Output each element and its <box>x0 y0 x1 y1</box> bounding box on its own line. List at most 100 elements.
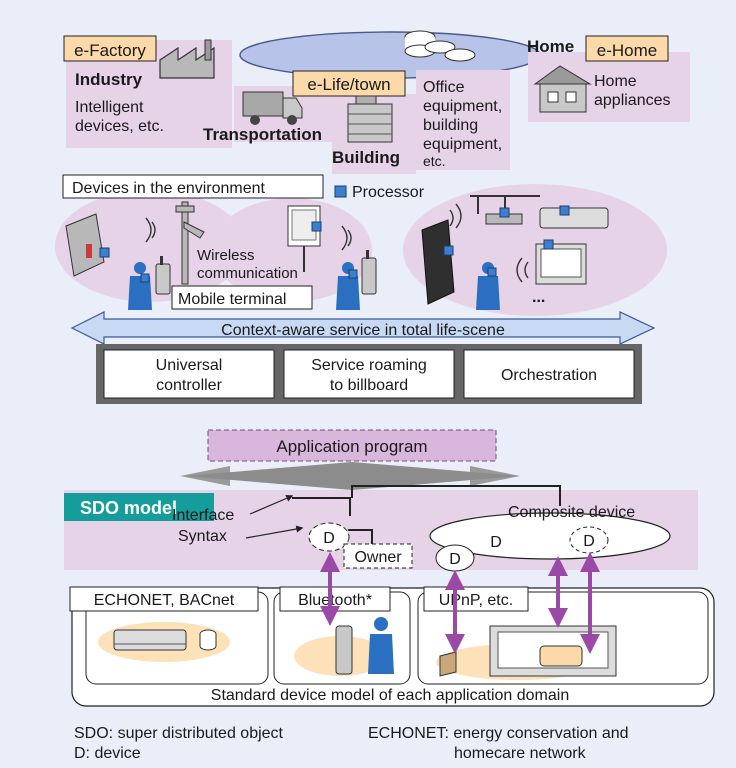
legend-d: D: device <box>74 745 141 762</box>
factory-icon <box>159 39 215 79</box>
owner-box <box>343 543 413 569</box>
air-conditioner-icon <box>539 205 609 229</box>
box-device-icon <box>439 651 457 677</box>
vending-machine-icon <box>65 213 110 277</box>
office-desc-4: equipment, <box>423 136 502 153</box>
service-box-orchestration <box>463 349 635 399</box>
efactory-label-box <box>63 35 157 62</box>
mobile-phone-icon-2 <box>361 250 377 295</box>
efactory-label: e-Factory <box>74 41 146 60</box>
processor-icon <box>334 185 347 198</box>
scene-town: e-Life/town Transportation Building Offi… <box>203 30 541 174</box>
home-desc-1: Home <box>594 73 637 90</box>
storage-tanks-icon <box>404 30 476 62</box>
syntax-label: Syntax <box>178 528 227 545</box>
echonet-devices <box>98 622 230 662</box>
service-box-universal <box>103 349 275 399</box>
sdo-connection-arrows <box>320 552 600 654</box>
devices-env-label: Devices in the environment <box>72 180 266 197</box>
wall-display-icon <box>421 219 455 305</box>
industry-heading: Industry <box>75 70 143 89</box>
office-desc-5: etc. <box>423 153 446 169</box>
device-d-1: D <box>323 530 335 547</box>
transportation-heading: Transportation <box>203 125 322 144</box>
set-top-box-icon <box>539 645 583 667</box>
more-devices-ellipsis: ... <box>532 289 545 306</box>
wireless-waves-icon-2 <box>341 225 352 251</box>
wireless-label-2: communication <box>197 265 298 282</box>
application-program-label: Application program <box>276 437 427 456</box>
service-orchestration: Orchestration <box>501 367 597 384</box>
domain-label-echonet: ECHONET, BACnet <box>94 592 235 609</box>
elife-label: e-Life/town <box>307 75 390 94</box>
home-heading: Home <box>527 37 574 56</box>
processor-label: Processor <box>352 184 425 201</box>
sdo-model-badge <box>64 493 214 521</box>
domain-label-upnp: UPnP, etc. <box>439 592 513 609</box>
wireless-waves-icon-1 <box>145 217 156 243</box>
mobile-phone-icon-3 <box>335 625 353 675</box>
person-icon-1 <box>128 262 152 310</box>
app-sdo-double-arrow <box>180 462 520 490</box>
interface-pointer <box>249 494 294 515</box>
composite-device-label: Composite device <box>508 504 635 521</box>
elife-label-box <box>292 70 406 97</box>
industry-desc-1: Intelligent <box>75 99 144 116</box>
cylinder-device-icon <box>199 629 217 651</box>
ceiling-light-icon <box>470 195 540 225</box>
building-heading: Building <box>332 148 400 167</box>
billboard-icon <box>287 205 322 272</box>
air-conditioner-unit-icon <box>113 629 187 651</box>
office-desc-2: equipment, <box>423 98 502 115</box>
street-lamp-icon <box>175 201 205 285</box>
domain-tag-upnp <box>423 586 529 612</box>
owner-label: Owner <box>354 549 402 566</box>
syntax-pointer <box>245 525 304 539</box>
device-zones <box>55 184 667 316</box>
truck-icon <box>242 91 303 125</box>
office-desc-1: Office <box>423 79 465 96</box>
home-desc-2: appliances <box>594 92 671 109</box>
service-universal-2: controller <box>156 377 222 394</box>
legend-sdo: SDO: super distributed object <box>74 725 284 742</box>
sdo-model-label: SDO model <box>80 498 177 518</box>
domain-tag-echonet <box>69 586 259 612</box>
house-icon <box>533 65 592 113</box>
ehome-label: e-Home <box>597 41 657 60</box>
mobile-phone-icon-1 <box>155 256 171 295</box>
context-aware-service-arrow <box>70 311 656 345</box>
scene-home: Home e-Home Home appliances <box>527 35 690 122</box>
building-icon <box>347 95 393 143</box>
device-d-2: D <box>490 534 502 551</box>
wireless-waves-icon-3 <box>449 203 462 229</box>
standard-model-label: Standard device model of each applicatio… <box>211 687 569 704</box>
bluetooth-devices <box>294 617 394 676</box>
mobile-terminal-box <box>171 285 313 310</box>
legend-echonet-1: ECHONET: energy conservation and <box>368 725 629 742</box>
service-roaming-1: Service roaming <box>311 357 427 374</box>
interface-label: Interface <box>172 507 234 524</box>
devices-env-box <box>62 174 324 199</box>
sdo-device-with-owner: D Owner <box>292 497 413 569</box>
person-icon-4 <box>368 617 394 674</box>
ehome-label-box <box>585 35 669 62</box>
service-roaming-2: to billboard <box>330 377 408 394</box>
mobile-terminal-label: Mobile terminal <box>178 291 286 308</box>
television-icon <box>535 239 587 285</box>
wireless-waves-icon-4 <box>516 257 529 283</box>
device-d-3: D <box>583 533 595 550</box>
wireless-label-1: Wireless <box>197 247 255 264</box>
composite-device: D D D <box>351 485 671 572</box>
person-icon-2 <box>336 262 360 310</box>
person-icon-3 <box>476 262 500 310</box>
industry-desc-2: devices, etc. <box>75 118 164 135</box>
device-d-4: D <box>449 551 461 568</box>
application-program-box <box>207 429 497 462</box>
legend-echonet-2: homecare network <box>454 745 587 762</box>
office-desc-3: building <box>423 117 478 134</box>
service-box-roaming <box>283 349 455 399</box>
service-universal-1: Universal <box>156 357 223 374</box>
domain-label-bluetooth: Bluetooth* <box>298 592 372 609</box>
scene-factory: e-Factory Industry Intelligent devices, … <box>63 35 232 148</box>
